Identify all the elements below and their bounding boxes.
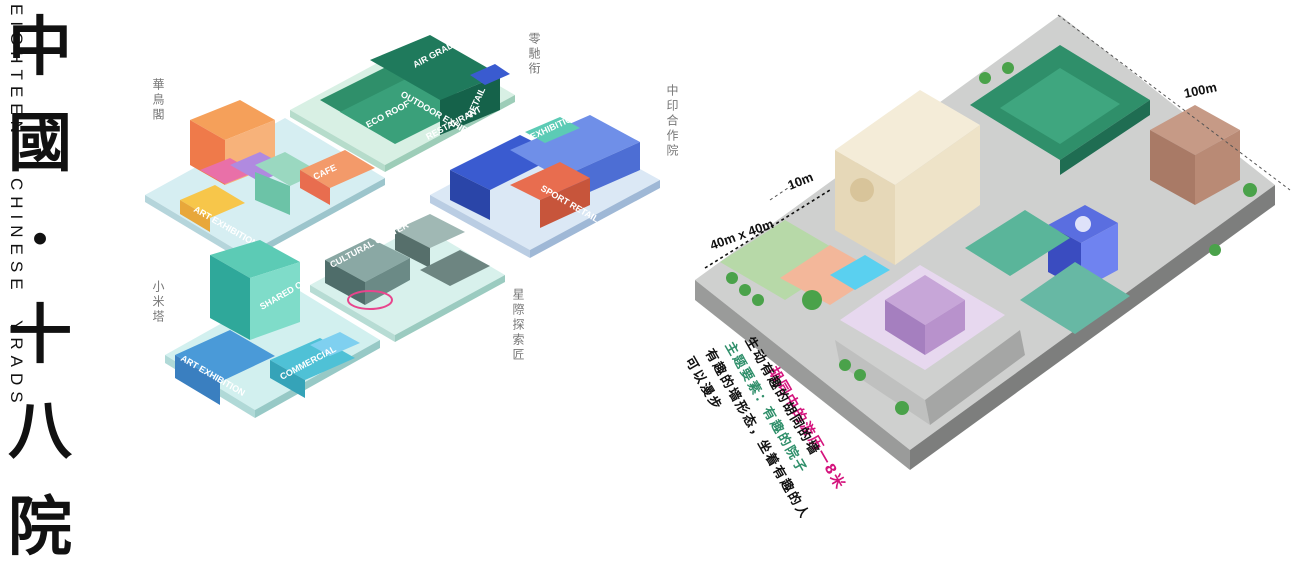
yard-label-qichi: 零馳衔 [527,32,541,77]
yard-label-zhongyin: 中印合作院 [665,84,679,159]
masterplan-main: 100m 10m 40m x 40m [695,14,1291,470]
title-english-chinese: CHINESE [7,178,26,296]
dim-100m: 100m [1183,79,1219,101]
title-char: · [28,202,52,277]
masterplan-illustration: ART EXHIBITION CAFE AIR GRADEN OUTDOOR E… [145,14,1291,518]
yard-label-xiaomi: 小米塔 [151,280,165,325]
yard-xingji: CULTURAL CENTER [310,214,505,342]
yard-qichi: AIR GRADEN OUTDOOR EXHIBITION ECO ROOF R… [290,34,515,172]
yard-huaniao: ART EXHIBITION CAFE [145,100,385,262]
yard-xiaomi: SHARED OFFICE ART EXHIBITION COMMERCIAL [165,240,380,418]
title-english-yards: YRADS [7,320,26,409]
title-char: 十 [8,298,72,373]
trees [726,62,1257,415]
yard-label-huaniao: 華鳥閣 [151,78,165,123]
title-char: 中 [8,10,72,85]
title-char: 八 [8,394,72,469]
title-char: 國 [8,106,72,181]
yard-label-xingji: 星際探索匠 [511,288,525,363]
dim-10m: 10m [786,169,816,193]
title-english-eighteen: EIGHTEEN [7,4,26,139]
